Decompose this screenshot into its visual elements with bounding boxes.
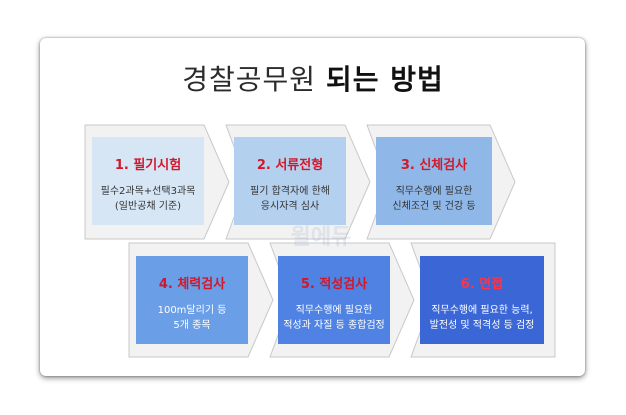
step-2-title: 2. 서류전형 [256, 158, 324, 173]
step-2-box: 2. 서류전형 필기 합격자에 한해 응시자격 심사 [234, 137, 346, 225]
step-4-desc: 100m달리기 등 5개 종목 [157, 305, 227, 331]
title-bold: 되는 방법 [325, 63, 444, 96]
step-5-box: 5. 적성검사 직무수행에 필요한 적성과 자질 등 종합검정 [278, 256, 390, 344]
step-4-title: 4. 체력검사 [158, 277, 226, 292]
step-1-desc: 필수2과목+선택3과목 (일반공채 기준) [100, 186, 196, 212]
page-title: 경찰공무원 되는 방법 [0, 58, 626, 98]
step-3-desc: 직무수행에 필요한 신체조건 및 건강 등 [392, 186, 476, 212]
step-3-box: 3. 신체검사 직무수행에 필요한 신체조건 및 건강 등 [376, 137, 492, 225]
step-1-box: 1. 필기시험 필수2과목+선택3과목 (일반공채 기준) [92, 137, 204, 225]
step-6-desc: 직무수행에 필요한 능력, 발전성 및 적격성 등 검정 [429, 305, 535, 331]
step-4-box: 4. 체력검사 100m달리기 등 5개 종목 [136, 256, 248, 344]
step-6-box: 6. 면접 직무수행에 필요한 능력, 발전성 및 적격성 등 검정 [420, 256, 544, 344]
step-1-title: 1. 필기시험 [114, 158, 182, 173]
step-2-desc: 필기 합격자에 한해 응시자격 심사 [250, 186, 330, 212]
title-light: 경찰공무원 [182, 63, 317, 96]
step-5-desc: 직무수행에 필요한 적성과 자질 등 종합검정 [283, 305, 385, 331]
step-3-title: 3. 신체검사 [400, 158, 468, 173]
step-6-title: 6. 면접 [460, 277, 504, 292]
step-5-title: 5. 적성검사 [300, 277, 368, 292]
